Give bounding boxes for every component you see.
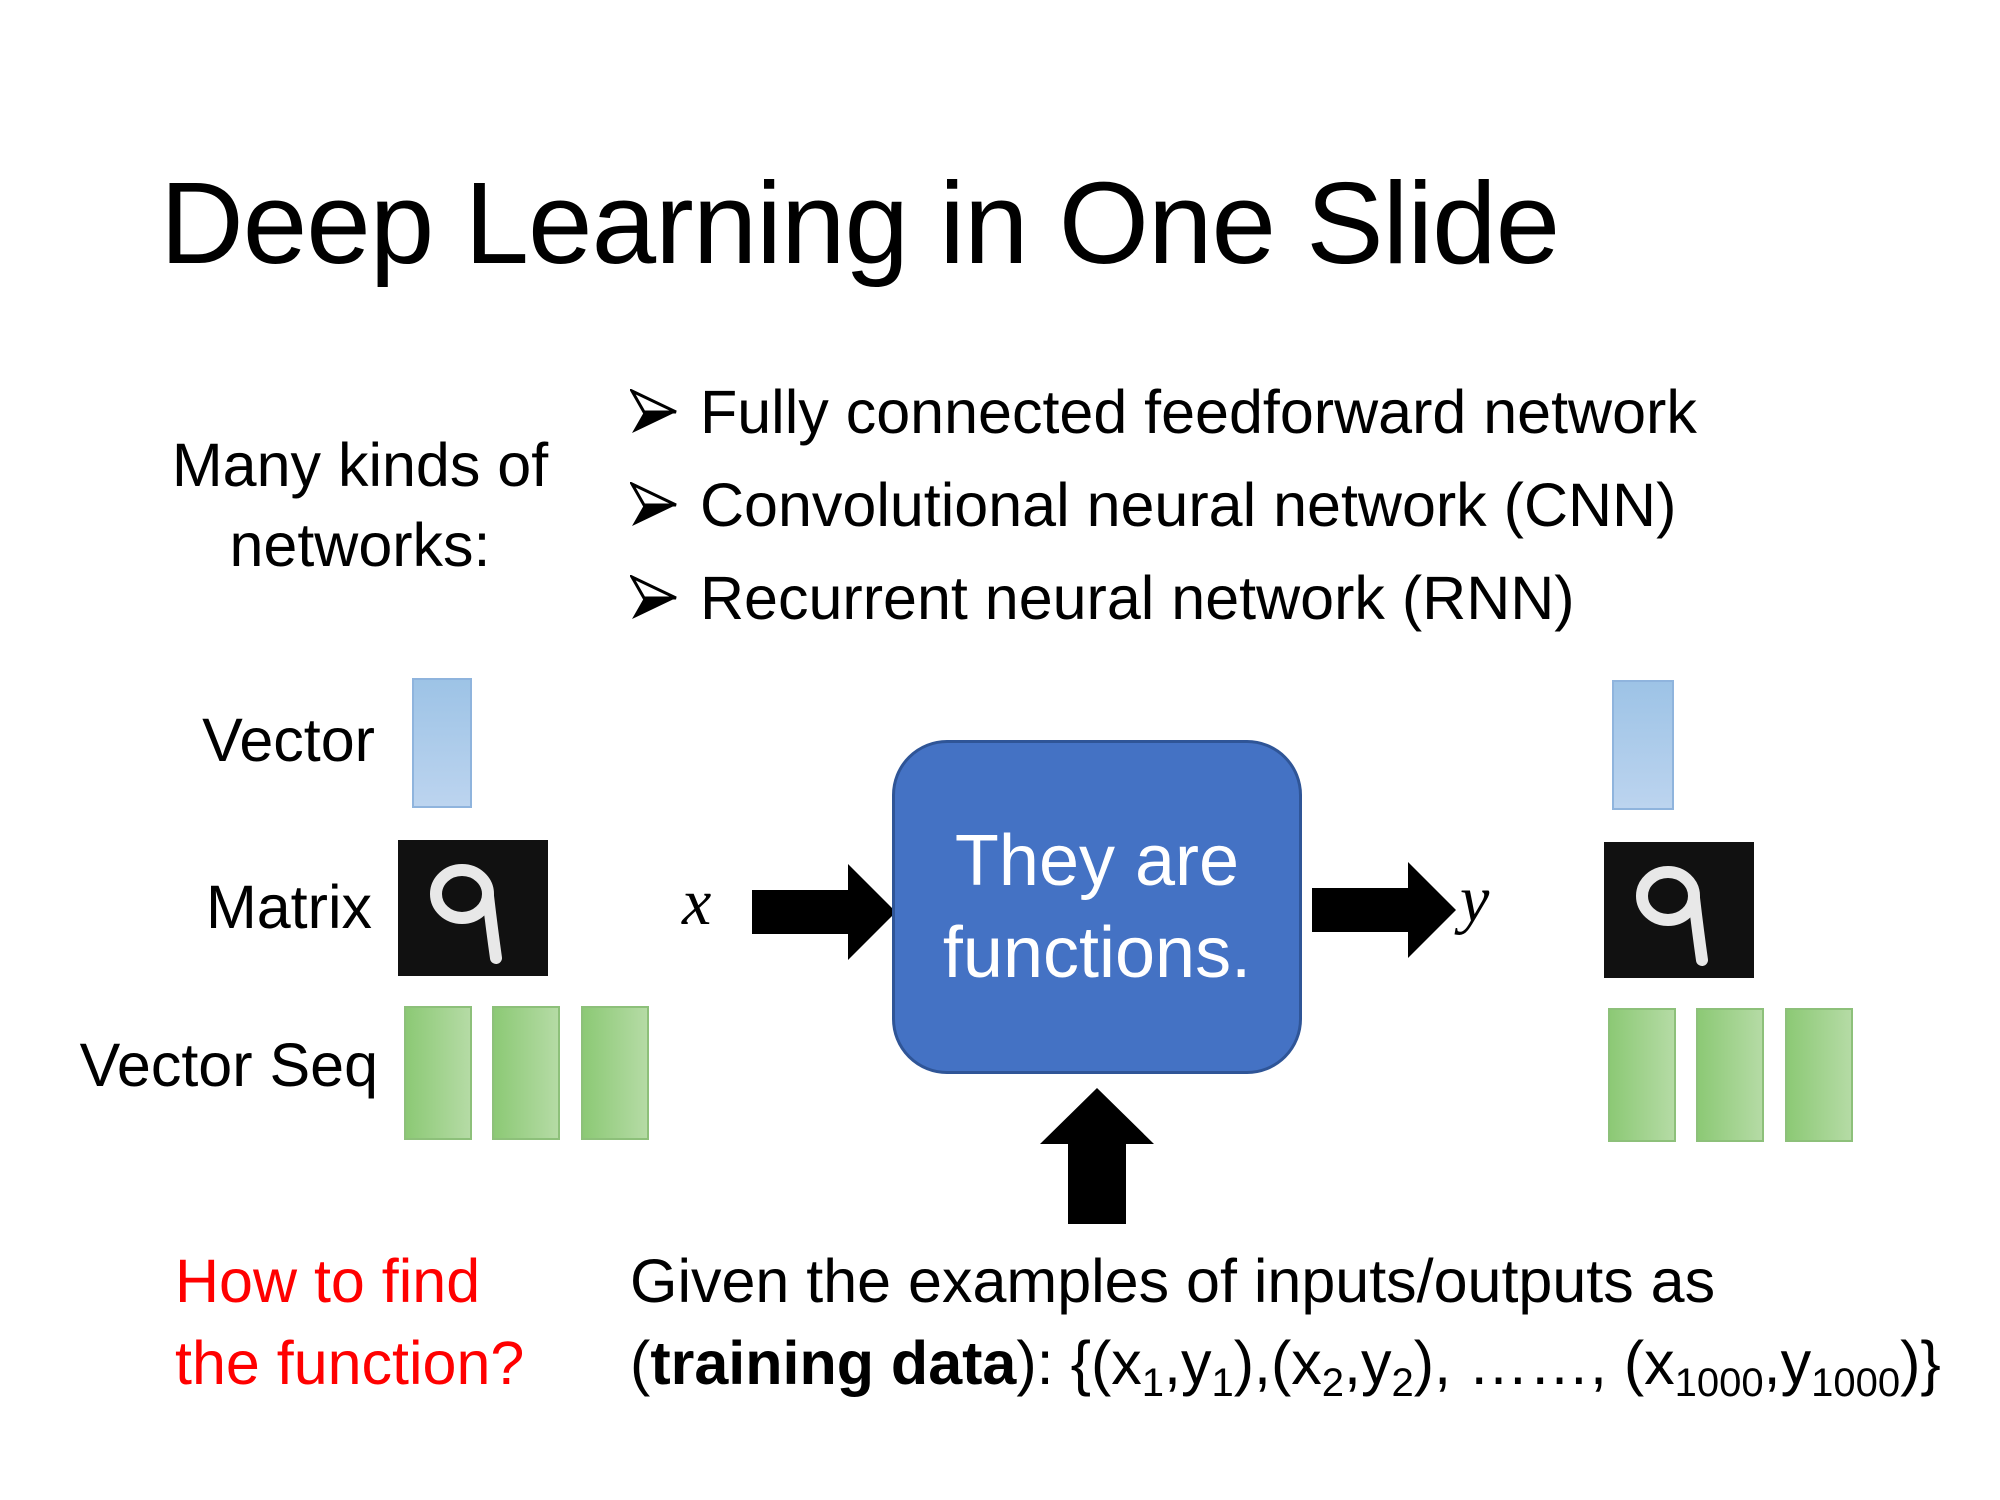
list-item: Convolutional neural network (CNN) (630, 458, 1697, 551)
input-seq-vector-2 (492, 1006, 560, 1140)
training-sub: 1000 (1811, 1361, 1901, 1405)
training-sub: 1 (1141, 1361, 1165, 1405)
input-seq-vector-1 (404, 1006, 472, 1140)
training-part-e: ), ……, (x (1413, 1329, 1675, 1397)
training-part-b: ,y (1164, 1329, 1212, 1397)
function-box: They are functions. (892, 740, 1302, 1074)
input-seq-vector-3 (581, 1006, 649, 1140)
training-open-paren: ( (630, 1329, 651, 1397)
training-line-2: (training data): {(x1,y1),(x2,y2), ……, (… (630, 1322, 1941, 1404)
question-line-1: How to find (175, 1247, 481, 1315)
training-part-g: )} (1900, 1329, 1941, 1397)
question-line-2: the function? (175, 1329, 525, 1397)
label-vector: Vector (202, 706, 375, 774)
label-vector-seq: Vector Seq (79, 1031, 378, 1099)
training-part-a: ): {(x (1016, 1329, 1142, 1397)
network-types-list: Fully connected feedforward network Conv… (630, 365, 1697, 644)
output-symbol-y: y (1460, 863, 1490, 936)
output-seq-vector-2 (1696, 1008, 1764, 1142)
list-item: Fully connected feedforward network (630, 365, 1697, 458)
right-arrow-icon (752, 864, 896, 960)
training-sub: 2 (1321, 1361, 1345, 1405)
question-text: How to find the function? (175, 1240, 524, 1404)
training-sub: 1000 (1674, 1361, 1764, 1405)
bullet-feedforward: Fully connected feedforward network (700, 377, 1697, 446)
function-box-line-2: functions. (942, 913, 1252, 993)
training-data-bold: training data (650, 1329, 1017, 1397)
network-kinds-line-1: Many kinds of (171, 431, 549, 499)
right-arrow-icon (1312, 862, 1456, 958)
input-vector-shape (412, 678, 472, 808)
digit-9-image (1604, 842, 1754, 978)
bullet-arrow-icon (630, 574, 700, 621)
bullet-cnn: Convolutional neural network (CNN) (700, 470, 1677, 539)
slide-title: Deep Learning in One Slide (160, 158, 1560, 288)
network-kinds-label: Many kinds of networks: (150, 425, 570, 585)
bullet-rnn: Recurrent neural network (RNN) (700, 563, 1575, 632)
training-line-1: Given the examples of inputs/outputs as (630, 1247, 1716, 1315)
training-sub: 1 (1211, 1361, 1234, 1405)
training-part-c: ),(x (1233, 1329, 1322, 1397)
label-matrix: Matrix (205, 873, 372, 941)
output-matrix-image (1604, 842, 1754, 978)
network-kinds-line-2: networks: (229, 511, 491, 579)
bullet-arrow-icon (630, 388, 700, 435)
training-data-text: Given the examples of inputs/outputs as … (630, 1240, 1941, 1404)
function-box-line-1: They are (954, 821, 1240, 901)
training-part-f: ,y (1763, 1329, 1812, 1397)
output-seq-vector-3 (1785, 1008, 1853, 1142)
digit-9-image (398, 840, 548, 976)
input-symbol-x: x (682, 866, 712, 939)
bullet-arrow-icon (630, 481, 700, 528)
training-sub: 2 (1391, 1361, 1414, 1405)
output-vector-shape (1612, 680, 1674, 810)
output-seq-vector-1 (1608, 1008, 1676, 1142)
up-arrow-icon (1040, 1088, 1154, 1224)
list-item: Recurrent neural network (RNN) (630, 551, 1697, 644)
input-matrix-image (398, 840, 548, 976)
training-part-d: ,y (1344, 1329, 1392, 1397)
